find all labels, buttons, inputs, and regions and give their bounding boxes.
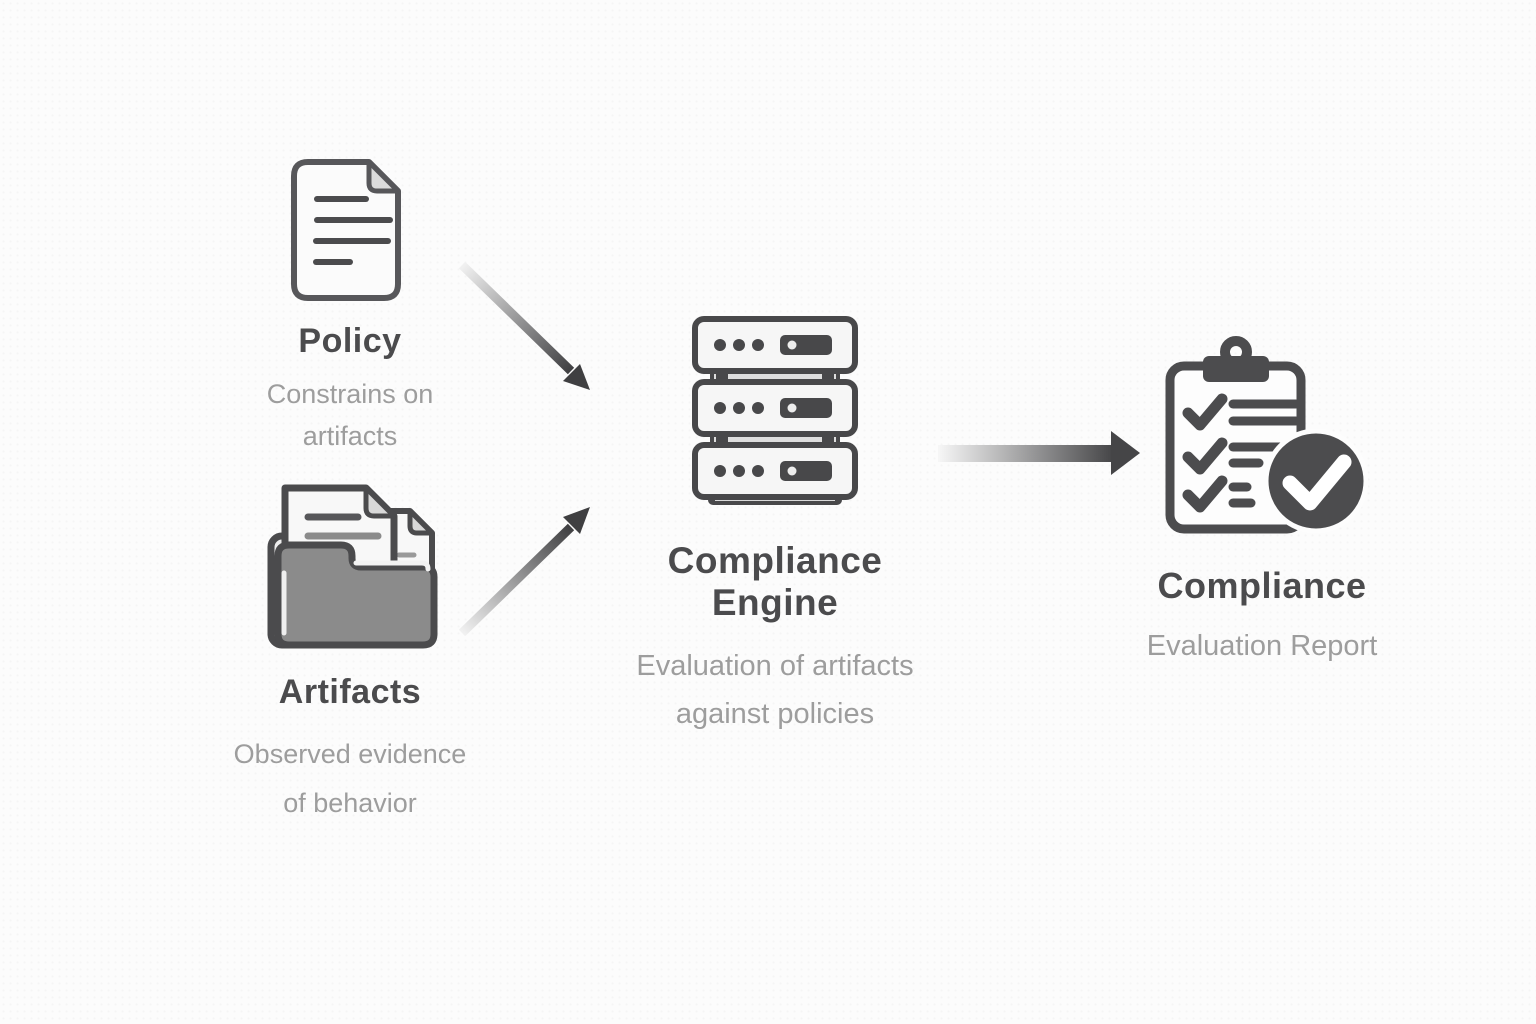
- arrow-policy-to-engine: [458, 261, 590, 390]
- compliance-engine-node: Compliance Engine Evaluation of artifact…: [610, 316, 940, 738]
- compliance-engine-subtitle: Evaluation of artifacts against policies: [636, 650, 914, 730]
- compliance-report-subtitle: Evaluation Report: [1146, 630, 1378, 662]
- compliance-report-label: Compliance: [1157, 565, 1367, 606]
- policy-document-icon: [291, 159, 401, 301]
- compliance-clipboard-icon: [1165, 336, 1368, 534]
- policy-label: Policy: [298, 322, 402, 360]
- policy-subtitle: Constrains on artifacts: [266, 379, 434, 451]
- arrow-engine-to-report: [938, 431, 1140, 475]
- artifacts-folder-icon: [267, 484, 438, 649]
- arrow-artifacts-to-engine: [458, 507, 590, 637]
- compliance-engine-label: Compliance Engine: [667, 540, 883, 623]
- server-stack-icon: [692, 316, 858, 505]
- artifacts-node: Artifacts Observed evidence of behavior: [230, 483, 470, 828]
- policy-node: Policy Constrains on artifacts: [230, 158, 470, 457]
- compliance-report-node: Compliance Evaluation Report: [1092, 335, 1432, 669]
- artifacts-subtitle: Observed evidence of behavior: [233, 739, 467, 818]
- artifacts-label: Artifacts: [278, 673, 422, 711]
